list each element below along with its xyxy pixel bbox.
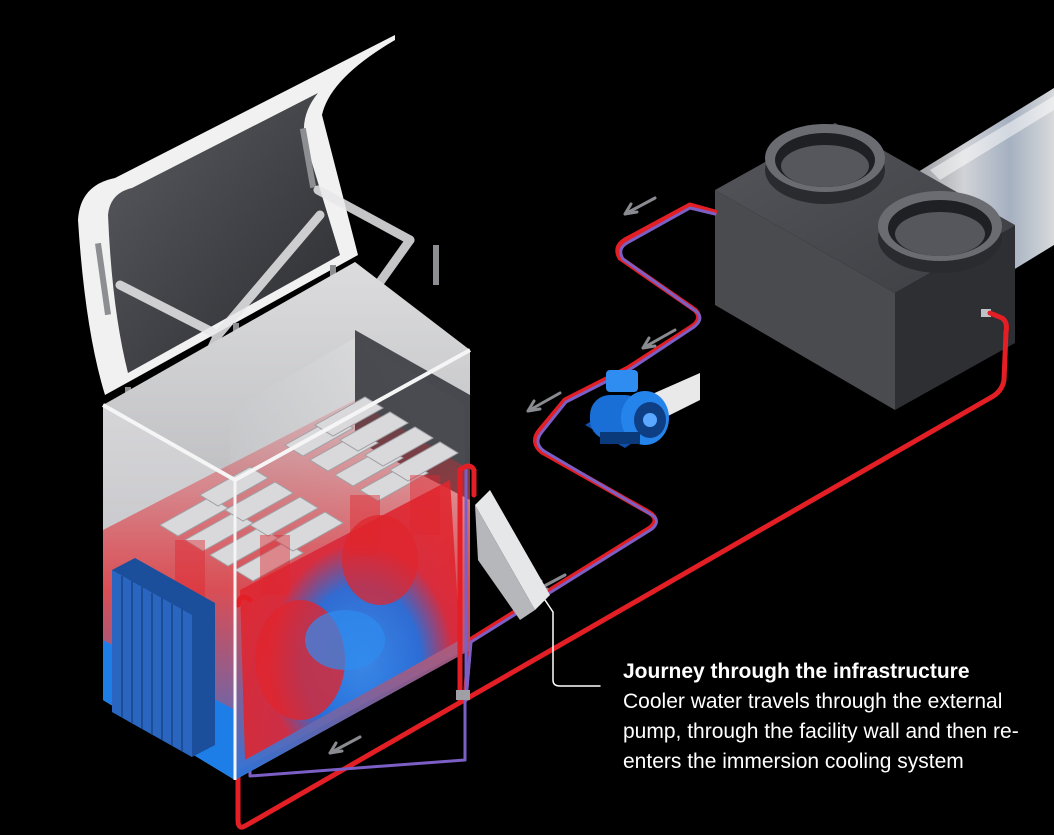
caption: Journey through the infrastructure Coole… <box>623 657 1043 777</box>
hot-pipe <box>235 310 1009 830</box>
dry-cooler-fan-left <box>765 124 885 204</box>
caption-body: Cooler water travels through the externa… <box>623 690 1019 773</box>
dry-cooler-fan-right <box>878 191 1002 273</box>
facility-wall <box>905 88 1054 275</box>
dry-cooler-unit <box>715 123 1015 410</box>
wall-penetration <box>475 490 550 620</box>
heat-exchanger <box>112 558 215 757</box>
circulation-pump <box>585 370 700 448</box>
tank-pipes <box>235 463 477 703</box>
caption-title: Journey through the infrastructure <box>623 660 970 683</box>
immersion-tank <box>78 35 477 780</box>
